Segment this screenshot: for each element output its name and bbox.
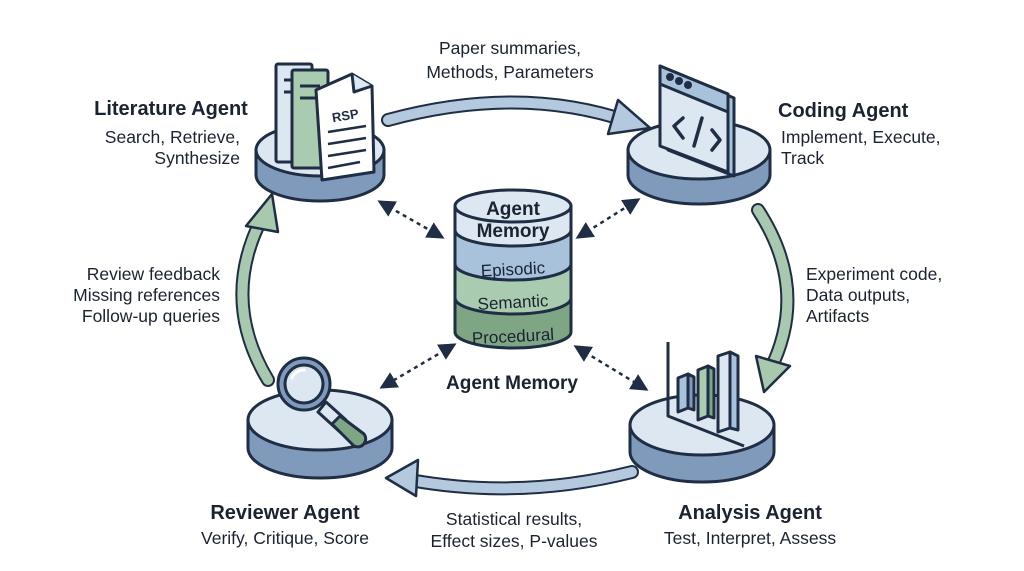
flow-coding-to-analysis-line3: Artifacts (806, 306, 870, 326)
reviewer-agent-desc-1: Verify, Critique, Score (201, 528, 369, 548)
document-label: RSP (331, 106, 360, 125)
flow-lit-to-coding-line1: Paper summaries, (439, 38, 581, 58)
magnifying-glass-icon (276, 356, 368, 449)
memory-top-line1: Agent (486, 199, 541, 220)
flow-reviewer-to-lit-line2: Missing references (73, 285, 220, 305)
flow-reviewer-to-lit-line3: Follow-up queries (81, 306, 220, 326)
arrow-reviewer-to-literature (235, 192, 280, 387)
flow-coding-to-analysis-line1: Experiment code, (806, 264, 943, 284)
agent-memory-cylinder (453, 188, 573, 350)
memory-layer-semantic-label: Semantic (477, 291, 549, 314)
reviewer-agent-title: Reviewer Agent (210, 502, 360, 524)
literature-agent-desc-1: Search, Retrieve, (104, 127, 240, 147)
memory-link-analysis (573, 345, 649, 391)
analysis-agent-desc-1: Test, Interpret, Assess (663, 528, 837, 548)
literature-agent-desc-2: Synthesize (154, 148, 240, 168)
coding-agent-desc-1: Implement, Execute, (781, 127, 941, 147)
coding-agent-desc-2: Track (781, 148, 825, 168)
flow-analysis-to-reviewer-line1: Statistical results, (445, 509, 583, 529)
memory-link-coding (575, 198, 641, 239)
flow-coding-to-analysis-line2: Data outputs, (806, 285, 911, 305)
arrow-analysis-to-reviewer (384, 458, 639, 498)
coding-agent-title: Coding Agent (778, 100, 909, 122)
memory-top-line2: Memory (477, 221, 550, 242)
code-window-icon (658, 64, 736, 178)
memory-link-literature (377, 200, 445, 239)
memory-layer-episodic-label: Episodic (480, 258, 546, 280)
bar-chart-icon (666, 342, 745, 448)
flow-analysis-to-reviewer-line2: Effect sizes, P-values (430, 531, 598, 551)
arrow-coding-to-analysis (751, 203, 795, 394)
documents-icon: RSP (274, 62, 376, 182)
flow-lit-to-coding-line2: Methods, Parameters (426, 62, 594, 82)
flow-reviewer-to-lit-line1: Review feedback (86, 264, 220, 284)
arrow-literature-to-coding (381, 95, 652, 136)
memory-link-reviewer (379, 343, 457, 389)
memory-layer-procedural-label: Procedural (471, 325, 554, 348)
analysis-agent-title: Analysis Agent (678, 502, 822, 524)
literature-agent-title: Literature Agent (94, 98, 248, 120)
memory-caption: Agent Memory (446, 373, 578, 394)
